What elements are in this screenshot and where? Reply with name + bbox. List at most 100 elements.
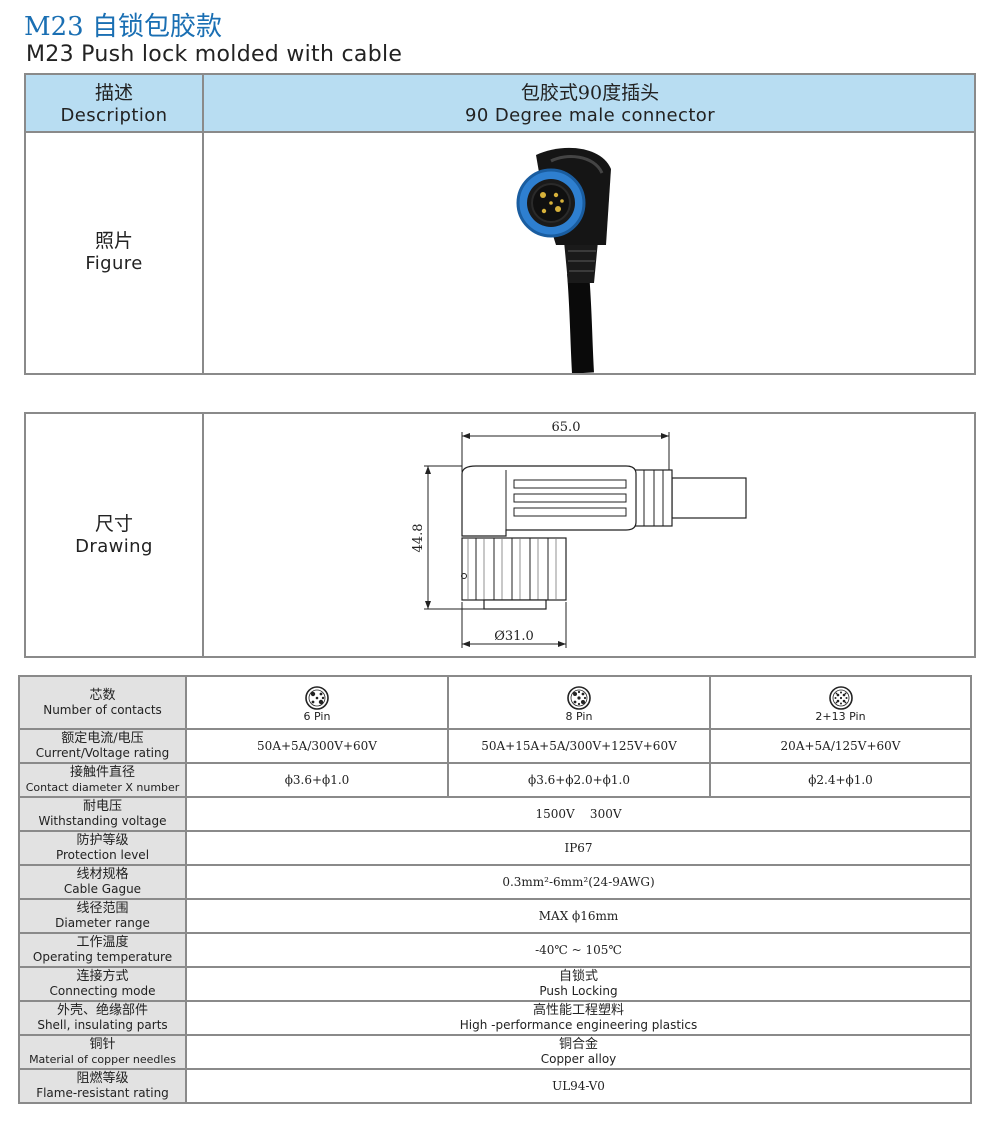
- contacts-8pin-cell: 8 Pin: [447, 675, 711, 730]
- spec-table: 芯数 Number of contacts 6 Pin 8 Pin: [18, 675, 972, 1104]
- table-row: 芯数 Number of contacts 6 Pin 8 Pin: [18, 675, 972, 730]
- table-row: 线材规格 Cable Gague 0.3mm²-6mm²(24-9AWG): [18, 864, 972, 900]
- contacts-15pin-cell: 2+13 Pin: [709, 675, 972, 730]
- connecting-value-cn: 自锁式: [558, 969, 598, 984]
- contacts-6pin-label: 6 Pin: [303, 709, 331, 723]
- page-title-en: M23 Push lock molded with cable: [26, 42, 403, 67]
- contact-diameter-8pin-value: ϕ3.6+ϕ2.0+ϕ1.0: [447, 762, 711, 798]
- table-row: 耐电压 Withstanding voltage 1500V 300V: [18, 796, 972, 832]
- figure-label-en: Figure: [85, 253, 143, 274]
- table-row: 外壳、绝缘部件 Shell, insulating parts 高性能工程塑料 …: [18, 1000, 972, 1036]
- connecting-value-en: Push Locking: [539, 984, 618, 998]
- dimension-drawing: 65.0 44.8: [411, 420, 747, 648]
- shell-label-cn: 外壳、绝缘部件: [56, 1003, 148, 1018]
- temperature-label: 工作温度 Operating temperature: [18, 932, 187, 968]
- description-value-en: 90 Degree male connector: [465, 105, 715, 126]
- protection-label-en: Protection level: [55, 848, 150, 862]
- contacts-label-cn: 芯数: [89, 687, 116, 703]
- contact-diameter-15pin-value: ϕ2.4+ϕ1.0: [709, 762, 972, 798]
- connecting-label-cn: 连接方式: [76, 969, 129, 984]
- description-label-cn: 描述: [94, 82, 133, 104]
- figure-image-cell: [206, 133, 974, 373]
- shell-label-en: Shell, insulating parts: [37, 1018, 168, 1032]
- copper-value: 铜合金 Copper alloy: [185, 1034, 972, 1070]
- current-label-en: Current/Voltage rating: [35, 746, 170, 760]
- product-overview-panel: 描述 Description 包胶式90度插头 90 Degree male c…: [24, 73, 976, 375]
- contacts-6pin-cell: 6 Pin: [185, 675, 449, 730]
- table-row: 防护等级 Protection level IP67: [18, 830, 972, 866]
- copper-label-en: Material of copper needles: [29, 1053, 176, 1066]
- withstanding-label: 耐电压 Withstanding voltage: [18, 796, 187, 832]
- copper-value-en: Copper alloy: [540, 1052, 617, 1066]
- flame-label-cn: 阻燃等级: [76, 1071, 129, 1086]
- current-6pin-value: 50A+5A/300V+60V: [185, 728, 449, 764]
- diameter-range-label-en: Diameter range: [55, 916, 150, 930]
- contact-diameter-label-en: Contact diameter X number: [25, 781, 180, 794]
- current-label: 额定电流/电压 Current/Voltage rating: [18, 728, 187, 764]
- table-row: 线径范围 Diameter range MAX ϕ16mm: [18, 898, 972, 934]
- flame-label-en: Flame-resistant rating: [36, 1086, 169, 1100]
- table-row: 接触件直径 Contact diameter X number ϕ3.6+ϕ1.…: [18, 762, 972, 798]
- page-title-cn: M23 自锁包胶款: [24, 12, 222, 42]
- copper-label: 铜针 Material of copper needles: [18, 1034, 187, 1070]
- diameter-range-label-cn: 线径范围: [76, 901, 129, 916]
- figure-label-cell: 照片 Figure: [26, 133, 204, 373]
- contacts-8pin-label: 8 Pin: [565, 709, 593, 723]
- diameter-range-value: MAX ϕ16mm: [185, 898, 972, 934]
- table-row: 工作温度 Operating temperature -40℃ ~ 105℃: [18, 932, 972, 968]
- fifteen-pin-icon: [828, 685, 853, 710]
- temperature-value: -40℃ ~ 105℃: [185, 932, 972, 968]
- contacts-label-en: Number of contacts: [43, 702, 162, 717]
- table-row: 铜针 Material of copper needles 铜合金 Copper…: [18, 1034, 972, 1070]
- eight-pin-icon: [567, 685, 591, 710]
- cable-gauge-label-cn: 线材规格: [76, 867, 129, 882]
- table-row: 连接方式 Connecting mode 自锁式 Push Locking: [18, 966, 972, 1002]
- withstanding-label-en: Withstanding voltage: [38, 814, 167, 828]
- description-label-cell: 描述 Description: [26, 75, 204, 131]
- shell-value-en: High -performance engineering plastics: [459, 1018, 698, 1032]
- protection-label-cn: 防护等级: [76, 833, 129, 848]
- current-label-cn: 额定电流/电压: [61, 731, 144, 746]
- description-header-row: 描述 Description 包胶式90度插头 90 Degree male c…: [26, 75, 974, 133]
- description-value-cn: 包胶式90度插头: [520, 82, 660, 104]
- dim-diameter-label: Ø31.0: [494, 629, 534, 644]
- description-label-en: Description: [60, 105, 168, 126]
- connecting-label: 连接方式 Connecting mode: [18, 966, 187, 1002]
- current-8pin-value: 50A+15A+5A/300V+125V+60V: [447, 728, 711, 764]
- cable-gauge-label-en: Cable Gague: [63, 882, 142, 896]
- drawing-panel: 尺寸 Drawing 65.0 44.8: [24, 412, 976, 658]
- connecting-value: 自锁式 Push Locking: [185, 966, 972, 1002]
- dim-height-label: 44.8: [411, 524, 426, 553]
- connecting-label-en: Connecting mode: [49, 984, 156, 998]
- description-value-cell: 包胶式90度插头 90 Degree male connector: [206, 75, 974, 131]
- contact-diameter-label-cn: 接触件直径: [69, 765, 135, 780]
- copper-label-cn: 铜针: [89, 1037, 116, 1052]
- temperature-label-cn: 工作温度: [76, 935, 129, 950]
- contact-diameter-label: 接触件直径 Contact diameter X number: [18, 762, 187, 798]
- drawing-label-en: Drawing: [75, 536, 153, 557]
- table-row: 阻燃等级 Flame-resistant rating UL94-V0: [18, 1068, 972, 1104]
- table-row: 额定电流/电压 Current/Voltage rating 50A+5A/30…: [18, 728, 972, 764]
- drawing-label-cn: 尺寸: [94, 513, 133, 535]
- withstanding-value: 1500V 300V: [185, 796, 972, 832]
- cable-gauge-value: 0.3mm²-6mm²(24-9AWG): [185, 864, 972, 900]
- contacts-label: 芯数 Number of contacts: [18, 675, 187, 730]
- drawing-label-cell: 尺寸 Drawing: [26, 414, 204, 656]
- flame-value: UL94-V0: [185, 1068, 972, 1104]
- shell-value-cn: 高性能工程塑料: [532, 1003, 624, 1018]
- dim-width-label: 65.0: [552, 420, 581, 435]
- flame-label: 阻燃等级 Flame-resistant rating: [18, 1068, 187, 1104]
- drawing-image-cell: 65.0 44.8: [206, 414, 974, 656]
- six-pin-icon: [305, 685, 329, 710]
- current-15pin-value: 20A+5A/125V+60V: [709, 728, 972, 764]
- protection-value: IP67: [185, 830, 972, 866]
- copper-value-cn: 铜合金: [558, 1037, 598, 1052]
- contacts-15pin-label: 2+13 Pin: [815, 709, 866, 723]
- temperature-label-en: Operating temperature: [32, 950, 173, 964]
- diameter-range-label: 线径范围 Diameter range: [18, 898, 187, 934]
- cable-gauge-label: 线材规格 Cable Gague: [18, 864, 187, 900]
- connector-photo: [516, 147, 611, 373]
- shell-value: 高性能工程塑料 High -performance engineering pl…: [185, 1000, 972, 1036]
- protection-label: 防护等级 Protection level: [18, 830, 187, 866]
- withstanding-label-cn: 耐电压: [82, 799, 122, 814]
